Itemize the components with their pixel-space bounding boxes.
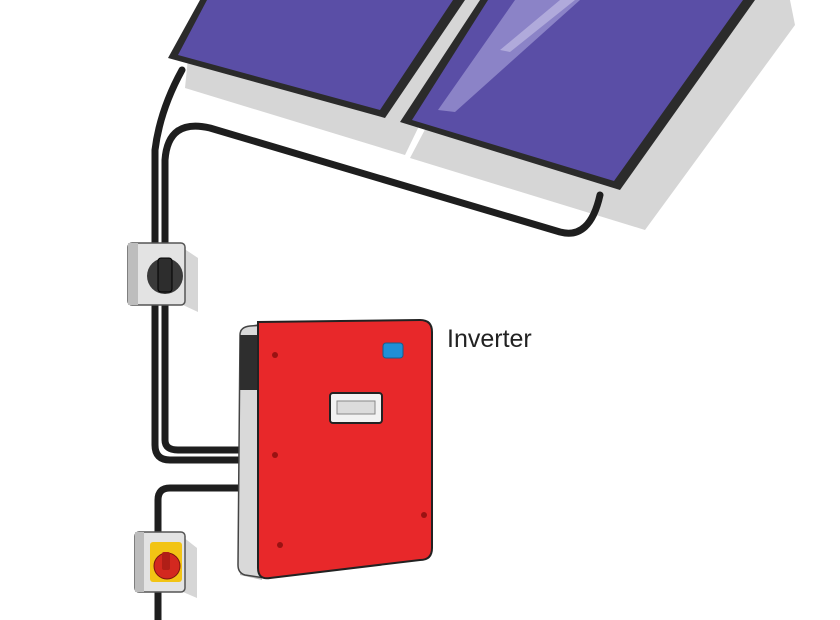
inverter-side-dark [240,335,262,390]
ac-cables [154,484,249,620]
ac-cable-to-switch [154,484,249,539]
inverter-label: Inverter [447,325,532,353]
dc-cables [151,66,604,464]
inverter-body [257,318,433,580]
solar-panel-icon [168,0,755,190]
dc-cable-left [151,66,186,252]
inverter-screw [277,542,283,548]
inverter-screw [272,452,278,458]
inverter-screw [272,352,278,358]
rotary-switch-icon [134,531,197,598]
dc-switch-side [128,243,138,305]
ac-switch-side [135,532,144,592]
inverter-indicator [382,342,404,359]
panel-left-face [178,0,453,110]
ac-switch-shadow [183,537,197,598]
inverter-display-screen [336,400,376,415]
panel-right-glare-2 [500,0,575,52]
panel-right-glare [438,0,580,112]
ac-switch-knob-grip [162,552,170,570]
dc-switch-shadow [183,248,198,312]
inverter-icon [237,318,433,580]
rotary-switch-icon [127,242,198,312]
dc-cable-to-inverter-1 [151,301,249,464]
dc-switch-knob [157,257,173,293]
dc-cable-loop [161,122,604,252]
dc-cable-to-inverter-2 [161,301,249,454]
inverter-screw [421,512,427,518]
